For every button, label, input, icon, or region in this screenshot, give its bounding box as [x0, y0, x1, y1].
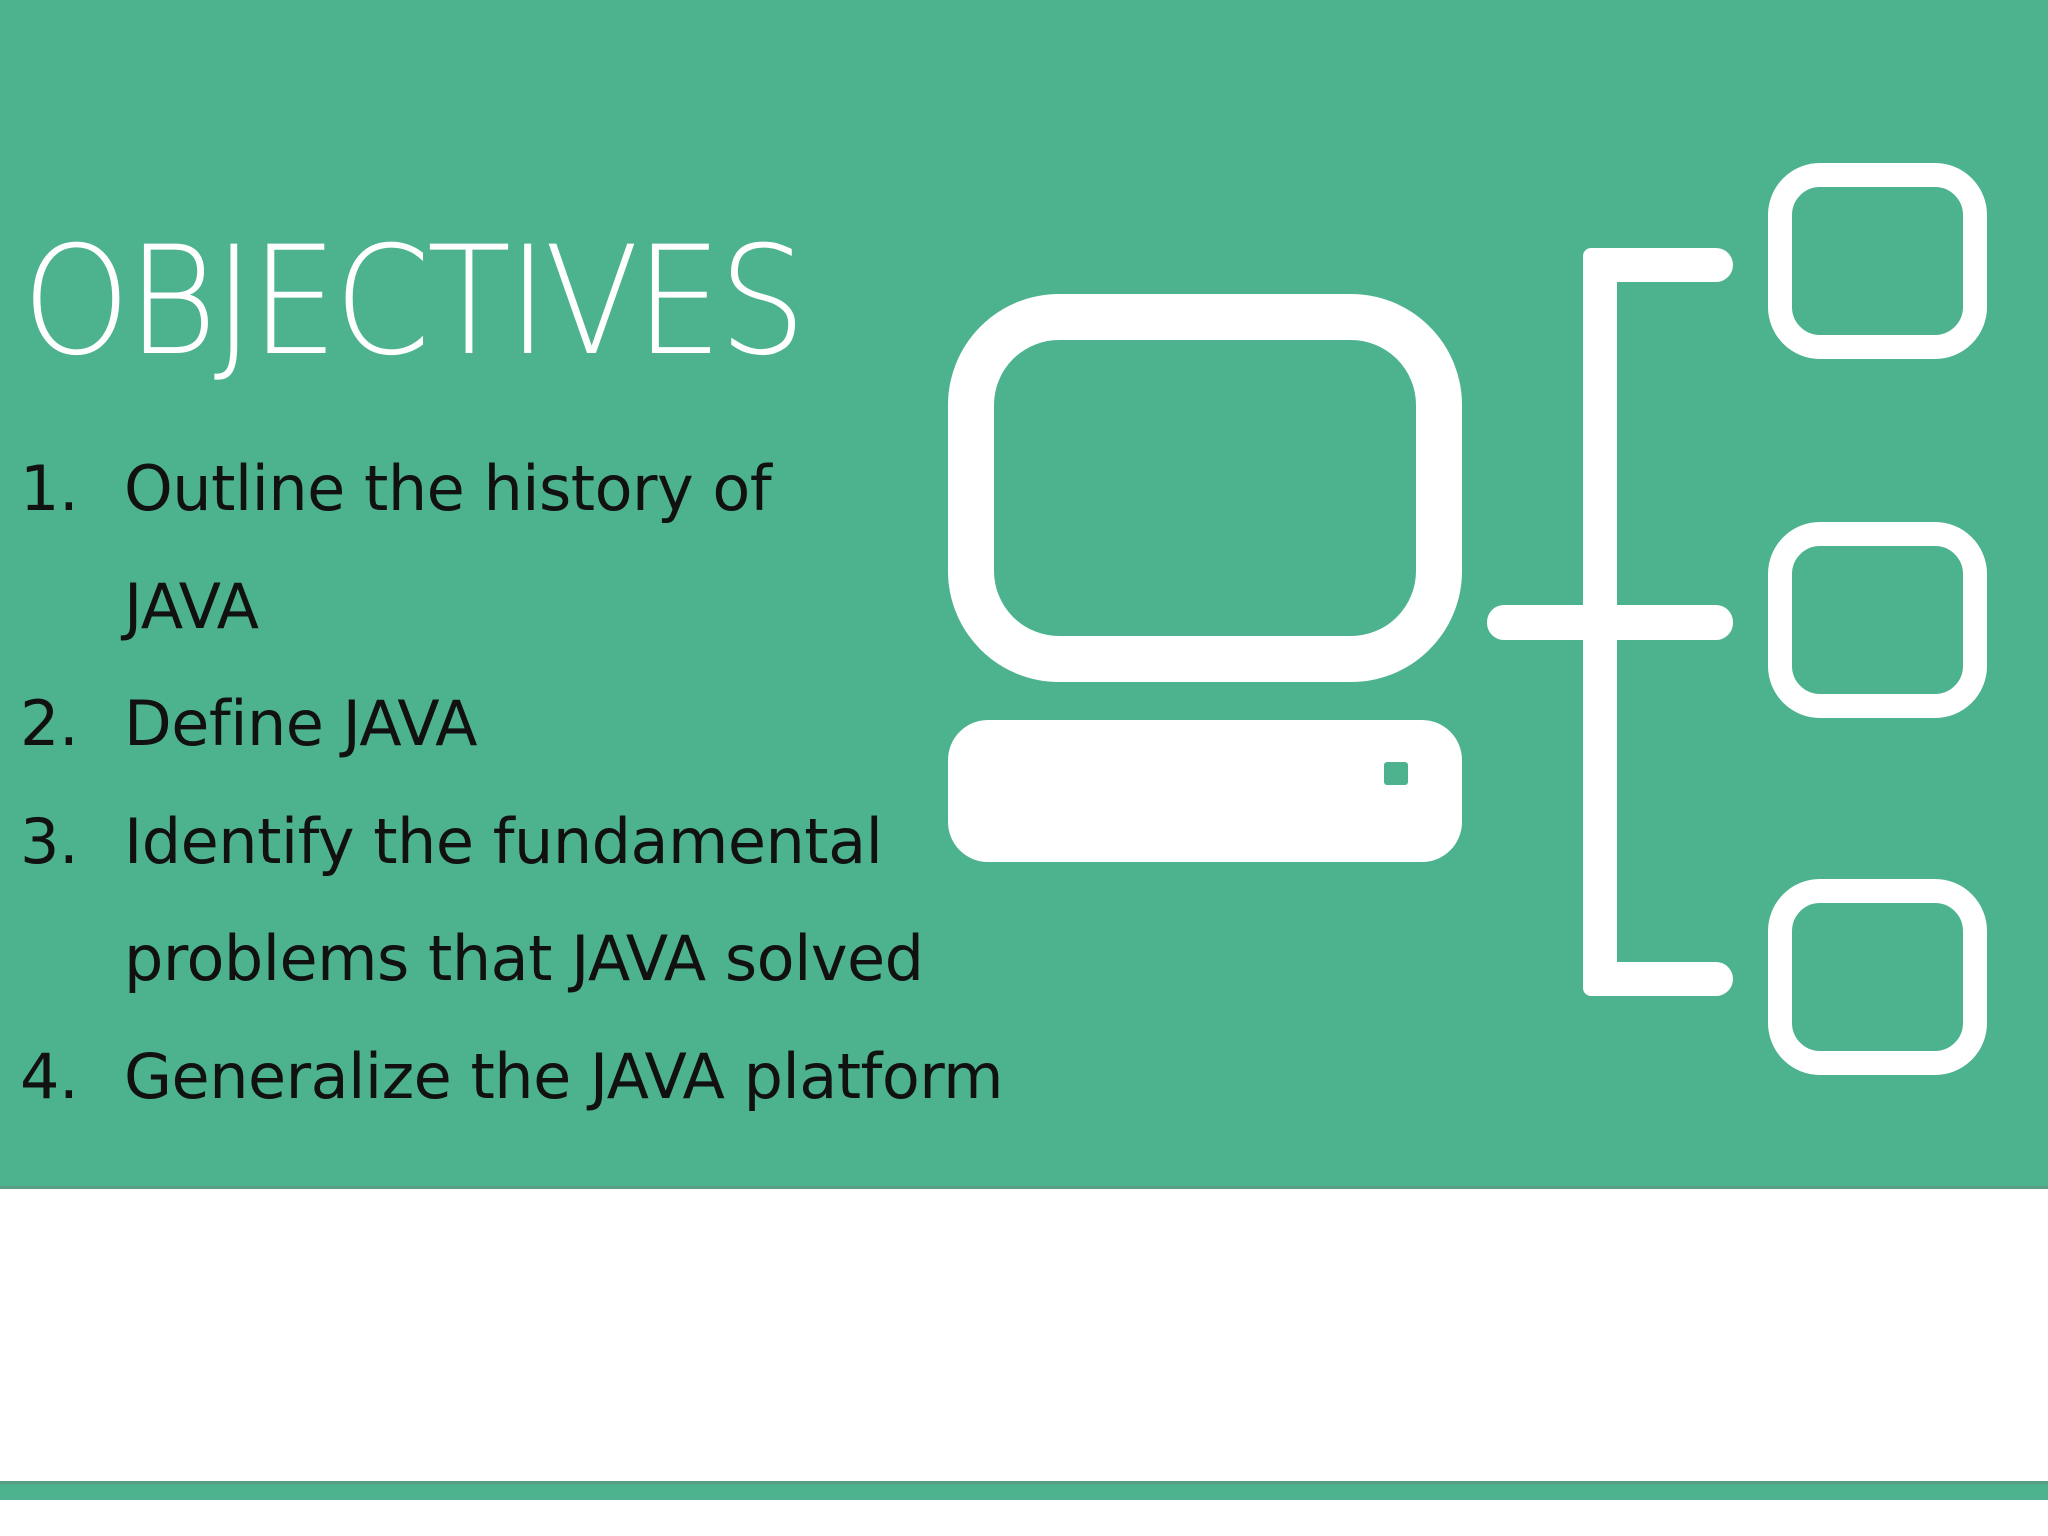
objective-number: 4. [20, 1039, 79, 1113]
node-box-icon [1768, 879, 1987, 1075]
objective-item: 1. Outline the history of JAVA [20, 430, 1003, 665]
computer-icon [948, 294, 1462, 862]
objective-item: 2. Define JAVA [20, 665, 1003, 783]
node-box-icon [1768, 163, 1987, 359]
objective-text: Generalize the JAVA platform [124, 1039, 1004, 1113]
objective-item: 4. Generalize the JAVA platform [20, 1018, 1004, 1136]
objective-number: 3. [20, 804, 79, 878]
footer-stripe [0, 1481, 2048, 1500]
tree-connector-icon [1487, 248, 1733, 996]
objective-number: 2. [20, 687, 79, 760]
power-led-icon [1384, 762, 1408, 785]
objective-text: Define JAVA [124, 687, 478, 760]
objective-item: 3. Identify the fundamental problems tha… [20, 783, 1003, 1018]
objective-text: Outline the history of [124, 452, 772, 525]
objective-text-continued: JAVA [124, 569, 259, 643]
objective-text: Identify the fundamental [124, 804, 883, 878]
objectives-list: 1. Outline the history of JAVA 2. Define… [20, 430, 1004, 1136]
node-box-icon [1768, 522, 1987, 718]
tower-icon [948, 720, 1462, 862]
network-illustration [948, 163, 1987, 1075]
objective-text-continued: problems that JAVA solved [124, 922, 924, 995]
slide-title: OBJECTIVES [22, 215, 806, 389]
monitor-icon [948, 294, 1462, 682]
band-divider [0, 1186, 2048, 1189]
objective-number: 1. [20, 452, 79, 525]
